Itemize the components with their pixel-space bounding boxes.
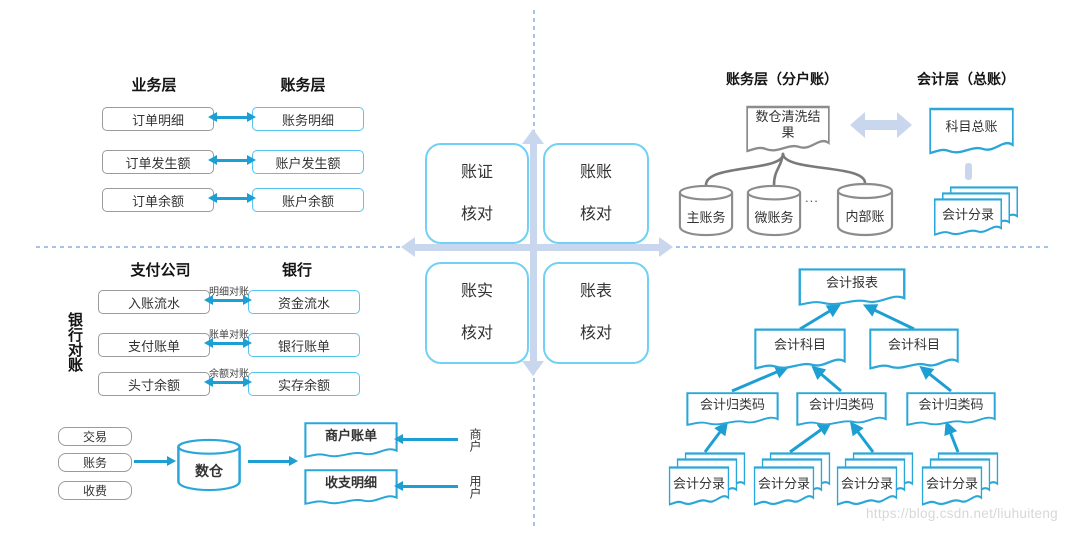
- category-code-doc: 会计归类码: [795, 391, 888, 427]
- check-box-ledger: 账账 核对: [543, 143, 649, 244]
- check-box-voucher: 账证 核对: [425, 143, 529, 244]
- business-layer-header: 业务层: [131, 77, 177, 94]
- connector-bar: [965, 163, 972, 180]
- cross-arrow-left: [401, 237, 415, 257]
- accounting-subject-doc: 会计科目: [753, 327, 847, 371]
- account-balance-box: 账户余额: [252, 188, 364, 212]
- payment-company-header: 支付公司: [130, 262, 191, 279]
- user-arrow: [394, 481, 458, 491]
- double-arrow: [208, 155, 256, 165]
- tree-arrows: [703, 304, 960, 454]
- fee-source-box: 收费: [58, 481, 132, 500]
- fat-double-arrow: [850, 112, 912, 138]
- journal-entries-stack: 会计分录: [933, 185, 1019, 237]
- user-actor-label: 用户: [468, 475, 482, 499]
- fund-flow-box: 资金流水: [248, 290, 360, 314]
- bill-recon-label: 账单对账: [209, 330, 249, 341]
- bank-header: 银行: [281, 262, 312, 279]
- arrow-from-warehouse: [248, 456, 298, 466]
- subject-general-ledger-doc: 科目总账: [928, 106, 1015, 156]
- journal-entries-stack: 会计分录: [668, 451, 746, 507]
- cross-vertical-bar: [530, 142, 537, 362]
- bank-bill-box: 银行账单: [248, 333, 360, 357]
- subledger-layer-header: 账务层（分户账）: [726, 71, 838, 87]
- income-expense-detail-doc: 收支明细: [303, 468, 399, 506]
- micro-ledger-cylinder: 微账务: [745, 183, 803, 237]
- category-code-doc: 会计归类码: [905, 391, 997, 427]
- cross-arrow-up: [522, 129, 544, 144]
- cross-horizontal-bar: [413, 244, 661, 251]
- general-ledger-layer-header: 会计层（总账）: [917, 71, 1015, 87]
- check-box-statement: 账表 核对: [543, 262, 649, 364]
- accounting-report-doc: 会计报表: [797, 267, 907, 307]
- position-balance-box: 头寸余额: [98, 372, 210, 396]
- accounting-layer-header: 账务层: [280, 77, 326, 94]
- warehouse-clean-result-doc: 数仓清洗结 果: [745, 104, 831, 154]
- cross-arrow-down: [522, 361, 544, 376]
- main-ledger-cylinder: 主账务: [677, 183, 735, 237]
- journal-entries-stack: 会计分录: [753, 451, 831, 507]
- detail-recon-label: 明细对账: [209, 287, 249, 298]
- accounting-subject-doc: 会计科目: [868, 327, 960, 371]
- trade-source-box: 交易: [58, 427, 132, 446]
- journal-entries-stack: 会计分录: [921, 451, 999, 507]
- double-arrow: [204, 377, 252, 387]
- double-arrow: [208, 112, 256, 122]
- accounting-source-box: 账务: [58, 453, 132, 472]
- merchant-actor-label: 商户: [468, 428, 482, 452]
- check-box-physical: 账实 核对: [425, 262, 529, 364]
- double-arrow: [208, 193, 256, 203]
- journal-entries-stack: 会计分录: [836, 451, 914, 507]
- account-detail-box: 账务明细: [252, 107, 364, 131]
- order-balance-box: 订单余额: [102, 188, 214, 212]
- merchant-bill-doc: 商户账单: [303, 421, 399, 459]
- internal-ledger-cylinder: 内部账: [835, 181, 895, 237]
- arrow-to-warehouse: [134, 456, 176, 466]
- account-amount-box: 账户发生额: [252, 150, 364, 174]
- actual-balance-box: 实存余额: [248, 372, 360, 396]
- watermark: https://blog.csdn.net/liuhuiteng: [866, 506, 1058, 521]
- data-warehouse-cylinder: 数仓: [175, 437, 243, 492]
- ellipsis: ...: [805, 190, 819, 205]
- merchant-arrow: [394, 434, 458, 444]
- bank-reconciliation-side-label: 银行对账: [66, 312, 83, 372]
- payment-bill-box: 支付账单: [98, 333, 210, 357]
- incoming-flow-box: 入账流水: [98, 290, 210, 314]
- order-detail-box: 订单明细: [102, 107, 214, 131]
- double-arrow: [204, 295, 252, 305]
- branch-connectors: [704, 152, 867, 187]
- category-code-doc: 会计归类码: [685, 391, 780, 427]
- order-amount-box: 订单发生额: [102, 150, 214, 174]
- balance-recon-label: 余额对账: [209, 369, 249, 380]
- double-arrow: [204, 338, 252, 348]
- cross-arrow-right: [659, 237, 673, 257]
